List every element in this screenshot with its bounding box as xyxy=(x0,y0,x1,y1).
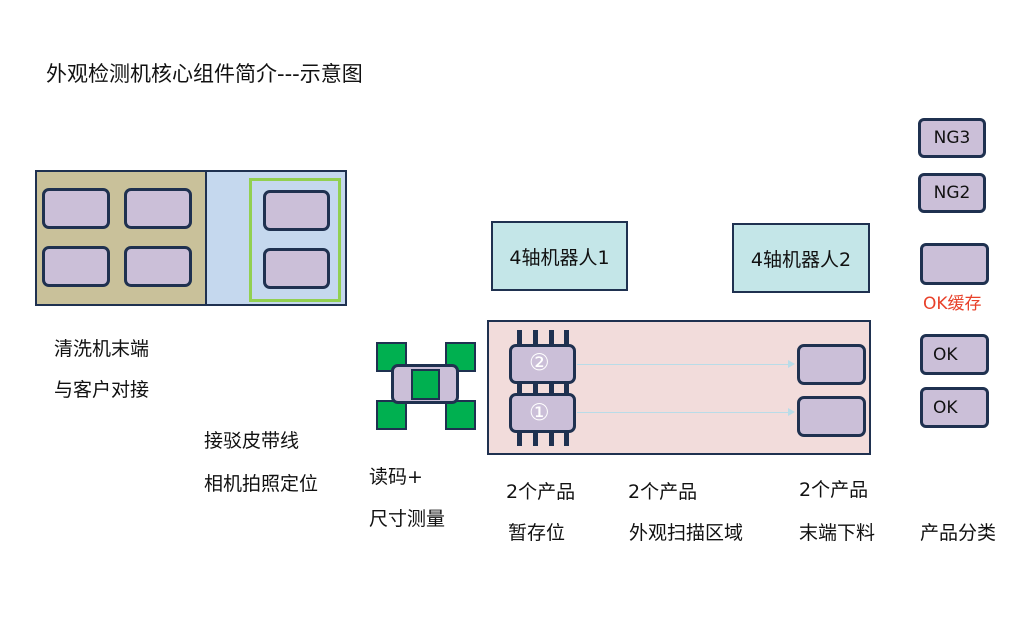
robot-1-label: 4轴机器人1 xyxy=(509,246,610,269)
buffer-part-2 xyxy=(509,344,576,384)
reader-label-1: 读码+ xyxy=(369,466,423,488)
unload-label-2: 末端下料 xyxy=(799,522,876,544)
robot-1: 4轴机器人1 xyxy=(491,221,628,291)
buffer-label-1: 2个产品 xyxy=(506,481,576,503)
ok-label-2: OK xyxy=(933,397,958,418)
robot-2: 4轴机器人2 xyxy=(732,223,870,293)
belt-label-1: 接驳皮带线 xyxy=(204,430,300,452)
code-reader-station xyxy=(376,342,476,432)
buffer-tray-tooth xyxy=(533,330,538,344)
washer-part xyxy=(124,188,192,229)
unload-part-1 xyxy=(797,396,866,437)
reader-center-block xyxy=(411,369,440,400)
robot-2-label: 4轴机器人2 xyxy=(750,248,852,271)
washer-part xyxy=(42,188,110,229)
sorting-label: 产品分类 xyxy=(920,522,997,544)
ng2-slot: NG2 xyxy=(918,173,986,213)
ok-buffer-label: OK缓存 xyxy=(923,294,982,314)
buffer-tray-tooth xyxy=(564,432,569,446)
ng3-slot: NG3 xyxy=(918,118,986,158)
buffer-tray-tooth xyxy=(549,330,554,344)
buffer-tray-tooth xyxy=(549,432,554,446)
scan-label-2: 外观扫描区域 xyxy=(629,522,744,544)
ok-slot-1: OK xyxy=(920,334,989,375)
washer-label-2: 与客户对接 xyxy=(54,379,150,401)
buffer-label-2: 暂存位 xyxy=(508,522,566,544)
reader-corner-block xyxy=(376,400,407,430)
reader-corner-block xyxy=(445,400,476,430)
washer-part xyxy=(42,246,110,287)
buffer-tray-tooth xyxy=(517,432,522,446)
buffer-tray-tooth xyxy=(533,381,538,395)
camera-positioning-frame xyxy=(249,178,341,302)
belt-part xyxy=(263,248,330,289)
buffer-tray-tooth xyxy=(533,432,538,446)
belt-label-2: 相机拍照定位 xyxy=(204,473,319,495)
buffer-tray-tooth xyxy=(564,330,569,344)
scan-path-arrow-2 xyxy=(577,360,795,368)
washer-part xyxy=(124,246,192,287)
buffer-tray-tooth xyxy=(517,330,522,344)
diagram-title: 外观检测机核心组件简介---示意图 xyxy=(46,62,363,86)
buffer-part-1 xyxy=(509,393,576,433)
ok-label-1: OK xyxy=(933,344,958,365)
appearance-scan-area: ② ① xyxy=(487,320,871,455)
reader-label-2: 尺寸测量 xyxy=(369,508,446,530)
scan-path-arrow-1 xyxy=(577,408,795,416)
ok-slot-2: OK xyxy=(920,387,989,428)
connecting-belt-area xyxy=(205,170,347,306)
scan-label-1: 2个产品 xyxy=(628,481,698,503)
ng3-label: NG3 xyxy=(933,128,971,148)
unload-label-1: 2个产品 xyxy=(799,479,869,501)
buffer-tray-tooth xyxy=(549,381,554,395)
buffer-tray-tooth xyxy=(517,381,522,395)
ok-buffer-slot xyxy=(920,243,989,285)
ng2-label: NG2 xyxy=(933,183,971,203)
belt-part xyxy=(263,190,330,231)
marker-2: ② xyxy=(529,350,550,376)
unload-part-2 xyxy=(797,344,866,385)
buffer-tray-tooth xyxy=(564,381,569,395)
washer-end-area xyxy=(35,170,207,306)
marker-1: ① xyxy=(529,400,550,426)
washer-label-1: 清洗机末端 xyxy=(54,338,150,360)
